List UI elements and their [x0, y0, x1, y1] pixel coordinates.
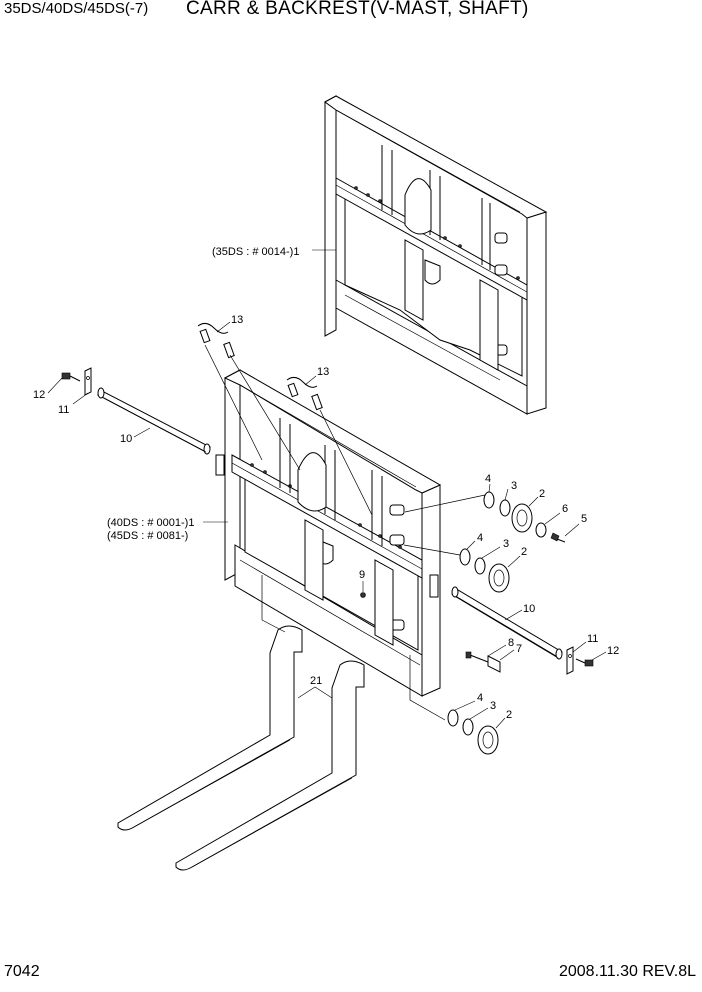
- bolt-right: [575, 658, 594, 667]
- callout-4-b: 4: [477, 532, 483, 544]
- callout-7: 7: [516, 643, 522, 655]
- roller-set-upper: [483, 491, 566, 543]
- callout-12-left: 12: [33, 389, 45, 401]
- callout-12-right: 12: [607, 645, 619, 657]
- snap-pin-lower: [286, 376, 323, 411]
- callout-21: 21: [310, 675, 322, 687]
- callout-5: 5: [581, 513, 587, 525]
- grease-nipple: [360, 592, 366, 598]
- callout-10-left: 10: [120, 433, 132, 445]
- callout-9: 9: [359, 569, 365, 581]
- date-revision: 2008.11.30 REV.8L: [558, 963, 696, 980]
- lower-carriage: [215, 369, 442, 697]
- callout-13-lower: 13: [317, 366, 329, 378]
- roller-set-middle: [459, 548, 510, 593]
- shaft-left: [96, 387, 211, 455]
- upper-carriage: [324, 95, 548, 415]
- bolt-left: [61, 372, 81, 382]
- callout-11-left: 11: [58, 404, 69, 416]
- callout-3-b: 3: [503, 538, 509, 550]
- upper-carriage-serial-label: (35DS : # 0014-)1: [212, 246, 299, 258]
- lower-carriage-serial-label-40ds: (40DS : # 0001-)1: [107, 517, 194, 529]
- callout-11-right: 11: [587, 633, 598, 645]
- callout-3-c: 3: [490, 700, 496, 712]
- callout-2-b: 2: [521, 546, 527, 558]
- callout-3-a: 3: [511, 480, 517, 492]
- callout-4-a: 4: [485, 473, 491, 485]
- callout-2-c: 2: [506, 709, 512, 721]
- fork-left: [117, 625, 303, 831]
- callout-13-upper: 13: [231, 314, 243, 326]
- callout-2-a: 2: [539, 488, 545, 500]
- snap-pin-upper: [197, 322, 235, 359]
- callout-6: 6: [562, 503, 568, 515]
- shaft-right: [451, 586, 563, 660]
- page-title: CARR & BACKREST(V-MAST, SHAFT): [186, 0, 529, 19]
- lower-carriage-serial-label-45ds: (45DS : # 0081-): [107, 530, 188, 542]
- plate-right: [566, 646, 574, 675]
- callout-4-c: 4: [477, 692, 483, 704]
- model-code: 35DS/40DS/45DS(-7): [4, 0, 149, 17]
- roller-set-lower: [447, 709, 499, 755]
- page-number: 7042: [4, 963, 40, 980]
- stopper-bolt: [465, 651, 501, 673]
- fork-right: [175, 660, 365, 871]
- plate-left: [84, 367, 92, 396]
- callout-10-right: 10: [523, 603, 535, 615]
- callout-8: 8: [508, 637, 514, 649]
